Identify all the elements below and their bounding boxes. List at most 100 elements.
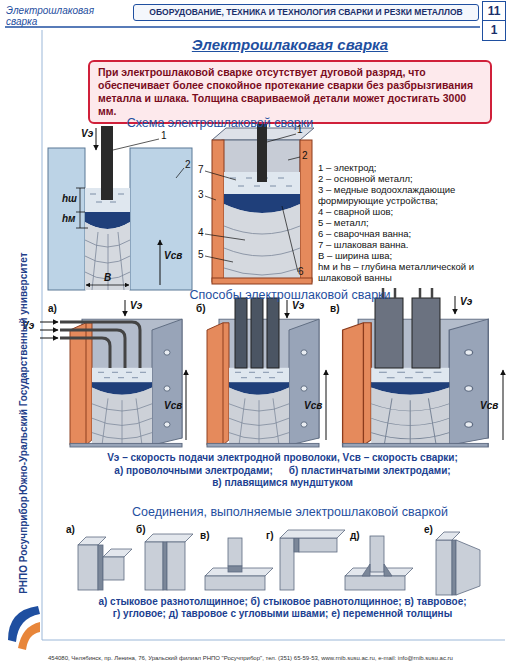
- joints-section-part: [78, 537, 106, 545]
- scheme-section-part: [130, 148, 192, 290]
- speed-label: Vэ: [81, 128, 93, 140]
- methods-section-part: [326, 370, 327, 440]
- callout-number: 5: [198, 249, 204, 261]
- dimension-label: hш: [62, 193, 77, 205]
- methods-section-part: [40, 330, 58, 331]
- scheme-section-part: [300, 140, 312, 282]
- figure-letter: д): [350, 530, 360, 542]
- joints-section-part: [299, 538, 337, 552]
- callout-number: 4: [198, 227, 204, 239]
- caption-line: а) стыковое разнотолщинное; б) стыковое …: [60, 596, 505, 608]
- header-rule: [5, 27, 505, 640]
- node-text: 11: [483, 2, 505, 21]
- dimension-label: hм: [62, 213, 76, 225]
- caption-line: г) угловое; д) тавровое с угловыми швами…: [60, 608, 505, 620]
- methods-section-part: [40, 322, 58, 323]
- scheme-section-part: [80, 188, 81, 212]
- callout-number: 6: [298, 266, 304, 278]
- speed-label: Vсв: [480, 400, 498, 412]
- callout-number: 1: [297, 124, 303, 136]
- methods-section-part: [267, 298, 279, 368]
- logo: [8, 606, 40, 650]
- scheme-section-part: [86, 285, 129, 286]
- methods-section-part: [251, 298, 263, 368]
- scheme-section-part: [176, 168, 184, 178]
- scheme-section-part: [205, 234, 245, 240]
- legend-line: 6 – сварочная ванна;: [318, 228, 506, 239]
- joints-section-part: [436, 540, 452, 595]
- scheme-section-part: [205, 196, 216, 200]
- speed-label: Vэ: [130, 300, 142, 312]
- figure-letter: б): [136, 524, 146, 536]
- speed-label: Vсв: [164, 400, 182, 412]
- legend-line: 1 – электрод;: [318, 162, 506, 173]
- legend-line: B – ширина шва;: [318, 250, 506, 261]
- page-title: Электрошлаковая сварка: [150, 36, 430, 53]
- joints-section-part: [163, 542, 167, 590]
- side-text: Южно-Уральский Государственный университ…: [17, 275, 31, 495]
- methods-section-part: [235, 298, 247, 368]
- callout-number: 7: [198, 164, 204, 176]
- scheme-section-part: [96, 128, 97, 150]
- joints-section-part: [78, 545, 98, 590]
- joints-section-part: [294, 538, 299, 552]
- scheme-section-part: [267, 134, 296, 142]
- joints-caption: а) стыковое разнотолщинное; б) стыковое …: [60, 596, 505, 620]
- methods-caption: Vэ – скорость подачи электродной проволо…: [60, 452, 505, 489]
- scheme-section-part: [160, 240, 161, 285]
- scheme-section-part: [85, 222, 130, 290]
- methods-section-part: [60, 322, 140, 368]
- figure-letter: б): [196, 303, 206, 315]
- header-rule-part: [42, 640, 505, 641]
- callout-number: 2: [185, 159, 191, 171]
- scheme-section: [48, 120, 314, 290]
- figure-letter: а): [48, 303, 57, 315]
- speed-label: Vсв: [304, 400, 322, 412]
- joints-section-part: [436, 532, 460, 540]
- legend-line: 7 – шлаковая ванна.: [318, 239, 506, 250]
- joints-section-part: [205, 576, 265, 590]
- joints-section-part: [145, 542, 163, 590]
- page-number-box: 111: [482, 1, 506, 41]
- node-text: При электрошлаковой сварке отсутствует д…: [98, 66, 482, 118]
- joints-section-part: [452, 540, 456, 595]
- header-rule-part: [42, 30, 43, 640]
- callout-number: 2: [302, 150, 308, 162]
- joints-section-part: [103, 557, 124, 580]
- scheme-section-part: [205, 171, 236, 180]
- joints-section-part: [345, 576, 405, 590]
- joints-section-part: [362, 564, 370, 576]
- callout-number: 1: [161, 130, 167, 142]
- joints-section-part: [145, 534, 193, 542]
- intro-box: При электрошлаковой сварке отсутствует д…: [88, 60, 492, 124]
- section-tab: Электрошлаковая сварка: [6, 5, 94, 27]
- joints-section-part: [384, 564, 392, 576]
- figure-letter: г): [266, 530, 274, 542]
- speed-label: Vэ: [292, 300, 304, 312]
- legend-line: 5 – металл;: [318, 217, 506, 228]
- section-heading: Схема электрошлаковой сварки: [90, 116, 350, 131]
- scheme-section-part: [48, 148, 85, 290]
- joints-section: [78, 530, 480, 595]
- caption-line: в) плавящимся мундштуком: [60, 477, 505, 489]
- scheme-section-part: [76, 228, 88, 229]
- speed-label: Vэ: [460, 296, 472, 308]
- legend-line: 3 – медные водоохлаждающие формирующие у…: [318, 184, 506, 206]
- legend-line: 4 – сварной шов;: [318, 206, 506, 217]
- methods-section-part: [455, 296, 456, 314]
- joints-section-part: [370, 536, 384, 572]
- figure-letter: а): [66, 524, 75, 536]
- dimension-label: B: [104, 272, 111, 284]
- joints-section-part: [228, 538, 242, 566]
- methods-section-part: [375, 298, 403, 368]
- logo-part: [18, 622, 40, 650]
- scheme-section-part: [101, 126, 113, 200]
- figure-letter: в): [330, 303, 339, 315]
- section-heading: Способы электрошлаковой сварки: [140, 288, 440, 303]
- scheme-section-part: [224, 204, 300, 282]
- parts-legend: 1 – электрод;2 – основной металл;3 – мед…: [318, 162, 506, 283]
- side-text: РНПО Росучприбор: [17, 485, 31, 605]
- joints-section-part: [98, 545, 103, 590]
- scheme-section-part: [282, 206, 298, 272]
